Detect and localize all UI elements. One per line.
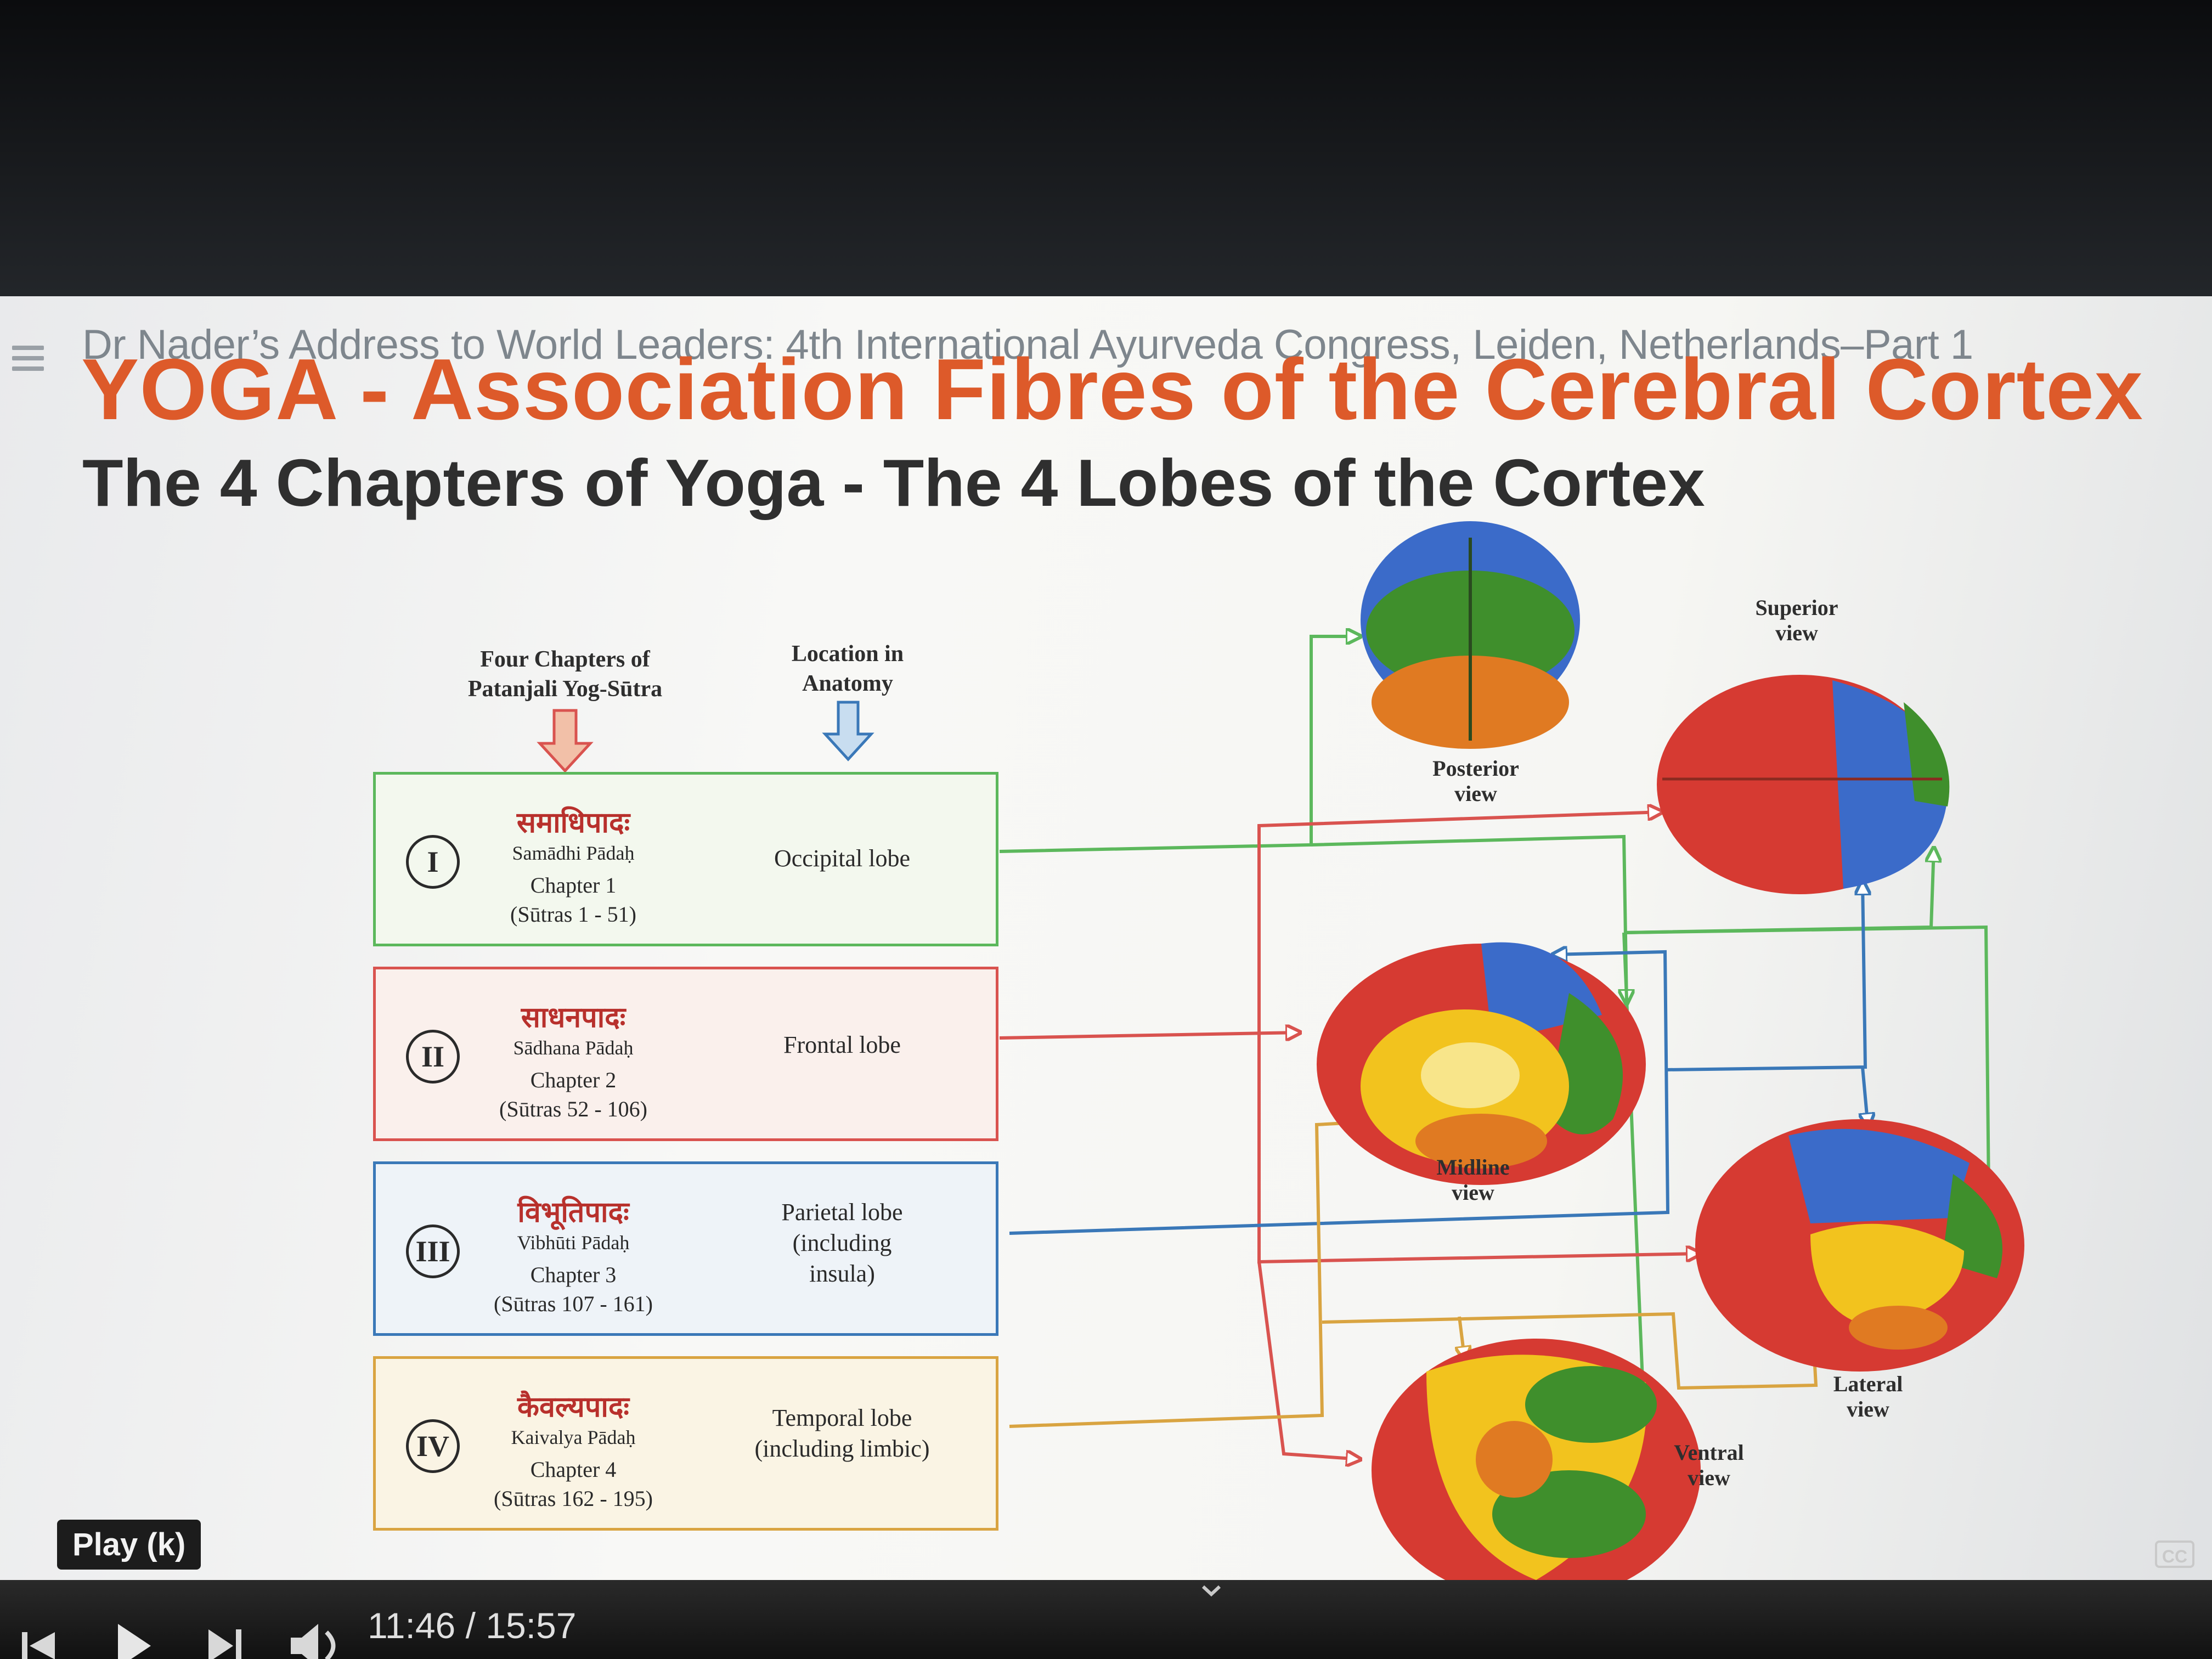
chapters-down-arrow bbox=[537, 709, 594, 773]
monitor-bezel bbox=[0, 0, 2212, 307]
iast-title: Sādhana Pādaḥ bbox=[513, 1037, 634, 1059]
superior-view-label: Superior view bbox=[1734, 595, 1860, 646]
lobe-label-line1: Frontal lobe bbox=[783, 1031, 901, 1058]
iast-title: Vibhūti Pādaḥ bbox=[517, 1232, 630, 1254]
chapter-text: कैवल्यपादः Kaivalya Pādaḥ Chapter 4 (Sūt… bbox=[486, 1391, 661, 1513]
posterior-view-label: Posterior view bbox=[1410, 756, 1542, 806]
brain-ventral-view bbox=[1372, 1339, 1701, 1602]
video-frame[interactable] bbox=[0, 296, 2212, 1659]
chapter-number: Chapter 1 bbox=[530, 873, 617, 898]
brain-posterior-view bbox=[1361, 521, 1580, 749]
lobe-label-line2: (including bbox=[792, 1229, 892, 1256]
lobe-label-line2: (including limbic) bbox=[754, 1435, 930, 1462]
chapter-number: Chapter 3 bbox=[530, 1262, 617, 1287]
ventral-view-line2: view bbox=[1688, 1465, 1730, 1490]
captions-button[interactable]: CC bbox=[2155, 1541, 2194, 1568]
lateral-view-label: Lateral view bbox=[1805, 1372, 1931, 1422]
location-header-line1: Location in bbox=[791, 641, 904, 667]
posterior-view-line2: view bbox=[1454, 781, 1497, 806]
chapter-numeral: IV bbox=[406, 1419, 460, 1473]
lobe-label-line1: Parietal lobe bbox=[781, 1199, 903, 1226]
parietal-connectors bbox=[1009, 881, 1868, 1235]
slide-subtitle: The 4 Chapters of Yoga - The 4 Lobes of … bbox=[82, 445, 1705, 520]
chapters-header-line1: Four Chapters of bbox=[480, 647, 650, 672]
chapter-number: Chapter 4 bbox=[530, 1457, 617, 1482]
sutra-range: (Sūtras 52 - 106) bbox=[499, 1097, 647, 1121]
slide-title: YOGA - Association Fibres of the Cerebra… bbox=[81, 341, 2143, 438]
brain-superior-view bbox=[1657, 675, 1950, 894]
brain-midline-view bbox=[1317, 942, 1646, 1185]
playlist-icon[interactable] bbox=[12, 346, 47, 379]
superior-view-line1: Superior bbox=[1755, 595, 1838, 620]
brain-lateral-view bbox=[1695, 1119, 2024, 1372]
chapter-box-3: III विभूतिपादः Vibhūti Pādaḥ Chapter 3 (… bbox=[373, 1161, 998, 1336]
chapter-numeral: III bbox=[406, 1224, 460, 1278]
time-display: 11:46 / 15:57 bbox=[368, 1605, 577, 1646]
chapter-text: साधनपादः Sādhana Pādaḥ Chapter 2 (Sūtras… bbox=[486, 1001, 661, 1123]
superior-view-line2: view bbox=[1775, 620, 1818, 645]
location-header-line2: Anatomy bbox=[802, 671, 893, 696]
lobe-label: Frontal lobe bbox=[732, 1030, 952, 1060]
midline-view-label: Midline view bbox=[1410, 1155, 1536, 1205]
lobe-label: Parietal lobe (including insula) bbox=[732, 1197, 952, 1289]
video-title[interactable]: Dr Nader’s Address to World Leaders: 4th… bbox=[82, 321, 1973, 368]
lobe-label: Temporal lobe (including limbic) bbox=[732, 1403, 952, 1464]
posterior-view-line1: Posterior bbox=[1432, 756, 1519, 781]
lobe-label-line3: insula) bbox=[809, 1260, 875, 1287]
player-controls bbox=[0, 1580, 2212, 1659]
sutra-range: (Sūtras 1 - 51) bbox=[510, 902, 636, 927]
lobe-label-line1: Temporal lobe bbox=[772, 1404, 912, 1431]
chevron-down-icon bbox=[1201, 1585, 1221, 1597]
sutra-range: (Sūtras 162 - 195) bbox=[494, 1486, 653, 1511]
chapters-header-line2: Patanjali Yog-Sūtra bbox=[467, 676, 663, 702]
sutra-range: (Sūtras 107 - 161) bbox=[494, 1291, 653, 1316]
devanagari-title: कैवल्यपादः bbox=[517, 1392, 629, 1423]
location-column-header: Location in Anatomy bbox=[724, 639, 971, 698]
iast-title: Kaivalya Pādaḥ bbox=[511, 1426, 636, 1448]
chapter-numeral: I bbox=[406, 835, 460, 889]
devanagari-title: विभूतिपादः bbox=[517, 1197, 629, 1228]
devanagari-title: साधनपादः bbox=[521, 1002, 626, 1034]
midline-view-line1: Midline bbox=[1436, 1155, 1510, 1180]
chapter-text: विभूतिपादः Vibhūti Pādaḥ Chapter 3 (Sūtr… bbox=[486, 1196, 661, 1318]
frontal-connectors bbox=[999, 812, 1701, 1459]
ventral-view-label: Ventral view bbox=[1646, 1440, 1772, 1491]
devanagari-title: समाधिपादः bbox=[516, 808, 630, 839]
next-icon bbox=[208, 1629, 241, 1659]
chapter-number: Chapter 2 bbox=[530, 1068, 617, 1092]
chapter-box-2: II साधनपादः Sādhana Pādaḥ Chapter 2 (Sūt… bbox=[373, 967, 998, 1141]
chapter-box-4: IV कैवल्यपादः Kaivalya Pādaḥ Chapter 4 (… bbox=[373, 1356, 998, 1531]
lobe-label: Occipital lobe bbox=[732, 843, 952, 874]
ventral-view-line1: Ventral bbox=[1674, 1440, 1744, 1465]
previous-icon bbox=[22, 1632, 55, 1659]
play-icon bbox=[118, 1624, 151, 1659]
lateral-view-line2: view bbox=[1847, 1397, 1889, 1421]
chapters-column-header: Four Chapters of Patanjali Yog-Sūtra bbox=[428, 645, 702, 704]
play-tooltip: Play (k) bbox=[57, 1520, 201, 1570]
chapter-numeral: II bbox=[406, 1030, 460, 1084]
lateral-view-line1: Lateral bbox=[1833, 1372, 1903, 1396]
location-down-arrow bbox=[822, 701, 874, 761]
chapter-box-1: I समाधिपादः Samādhi Pādaḥ Chapter 1 (Sūt… bbox=[373, 772, 998, 946]
lobe-label-line1: Occipital lobe bbox=[774, 845, 910, 872]
chapter-text: समाधिपादः Samādhi Pādaḥ Chapter 1 (Sūtra… bbox=[486, 806, 661, 928]
iast-title: Samādhi Pādaḥ bbox=[512, 842, 635, 864]
volume-icon bbox=[291, 1624, 336, 1659]
midline-view-line2: view bbox=[1452, 1180, 1494, 1205]
